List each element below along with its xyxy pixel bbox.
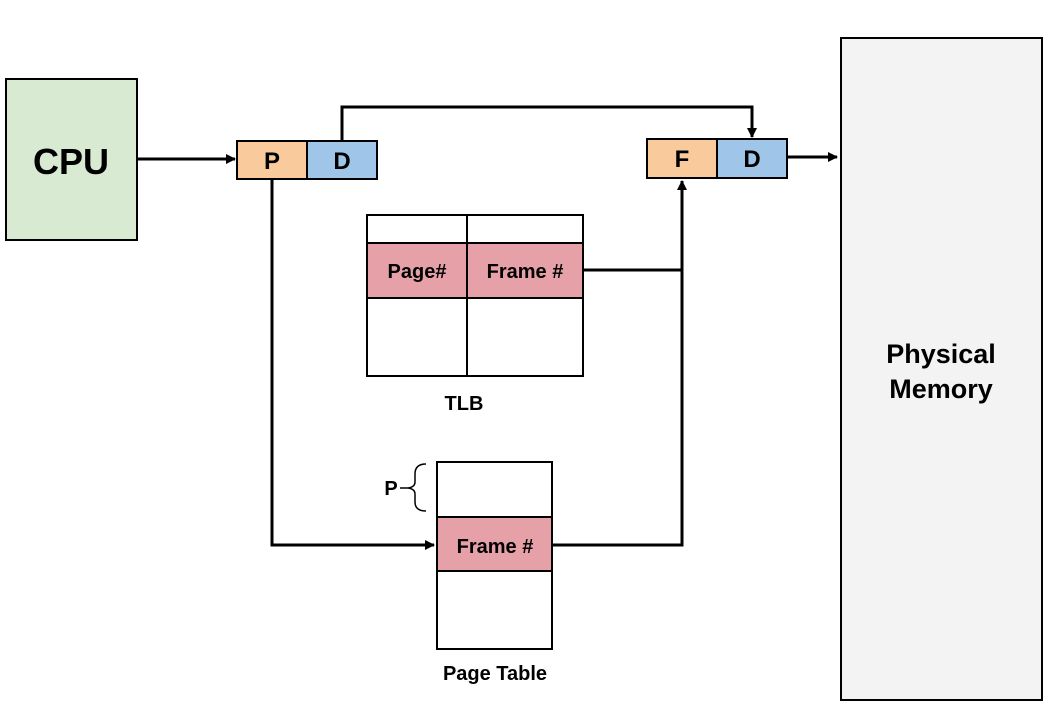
- cpu-label: CPU: [33, 141, 109, 182]
- page-table-entry: [436, 516, 553, 572]
- page-index-label: P: [384, 478, 397, 500]
- physical-address: F D: [646, 138, 788, 179]
- logical-address: P D: [236, 140, 378, 180]
- connectors: [137, 105, 838, 550]
- physical-frame-label: F: [675, 146, 690, 173]
- logical-offset-label: D: [333, 148, 350, 175]
- physical-memory: Physical Memory: [840, 37, 1043, 701]
- page-index-brace: [407, 463, 427, 512]
- page-table-entry-label: Frame #: [457, 536, 534, 558]
- page-to-pagetable-arrow: [270, 179, 435, 550]
- tlb-page-column: Page#: [388, 261, 447, 283]
- tlb-matched-row: [366, 242, 584, 299]
- page-table-title: Page Table: [443, 663, 547, 685]
- cpu-block: CPU: [5, 78, 138, 241]
- tlb-table: Page# Frame # TLB: [366, 214, 584, 415]
- page-table: Frame # Page Table P: [384, 461, 553, 685]
- logical-page-label: P: [264, 148, 280, 175]
- tlb-title: TLB: [445, 393, 484, 415]
- tlb-frame-column: Frame #: [487, 261, 564, 283]
- offset-bypass-arrow: [340, 105, 757, 141]
- pagetable-to-frame-arrow: [552, 180, 687, 547]
- physical-offset-cell: [716, 138, 788, 179]
- physical-memory-line1: Physical: [886, 339, 996, 369]
- physical-offset-label: D: [743, 146, 760, 173]
- physical-memory-line2: Memory: [889, 374, 993, 404]
